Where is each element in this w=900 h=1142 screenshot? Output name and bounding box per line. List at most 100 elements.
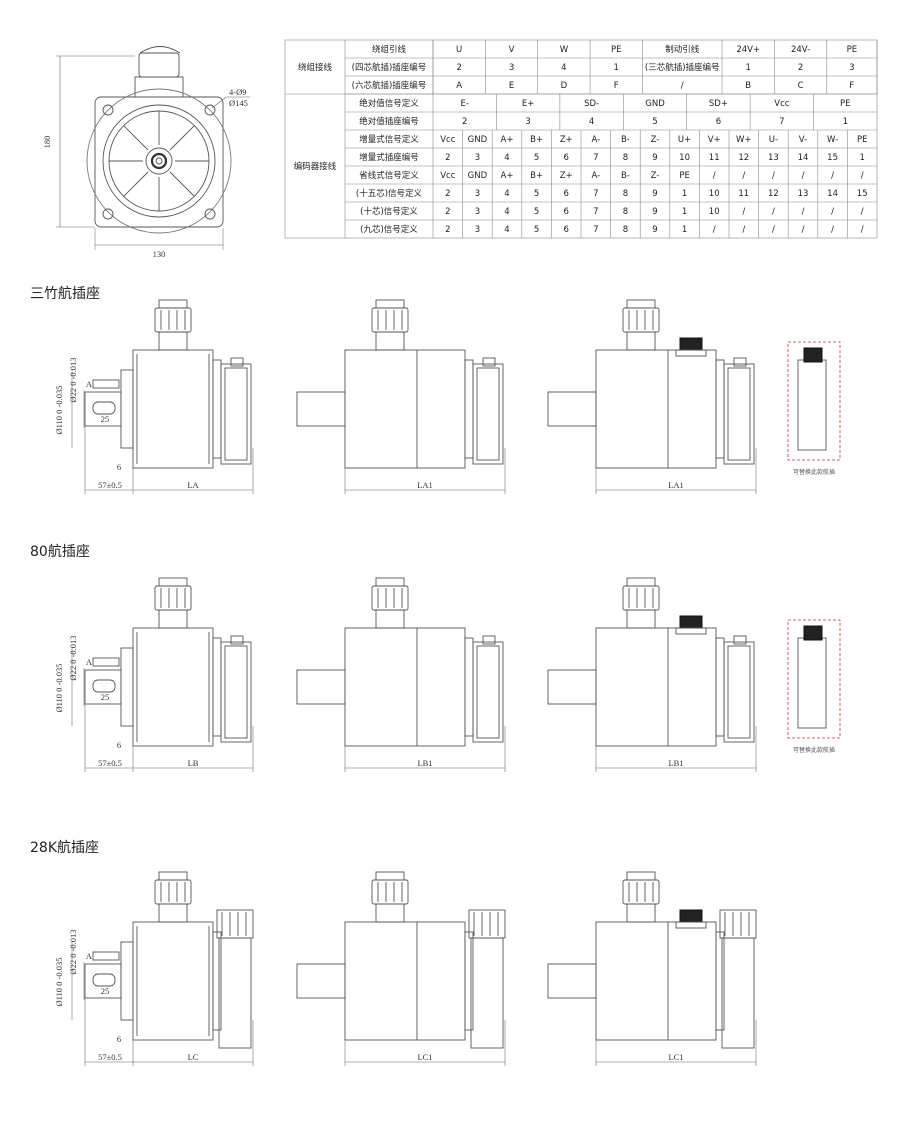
motor-side-view-brake-connector: LC1 xyxy=(547,871,757,1066)
connector-body xyxy=(154,585,192,611)
motor-flange xyxy=(212,931,222,1031)
motor-side-view-brake-connector: LA1 xyxy=(547,299,757,494)
table-cell: W xyxy=(560,45,569,55)
connector-base xyxy=(158,331,188,351)
encoder-cover xyxy=(472,363,504,465)
table-cell: 3 xyxy=(475,189,480,199)
step-dim: 6 xyxy=(117,1034,121,1044)
encoder-cover xyxy=(721,937,755,1049)
key-length: 25 xyxy=(101,692,110,702)
connector-base xyxy=(626,331,656,351)
length-alt-dim: LA1 xyxy=(417,480,433,490)
table-cell: 1 xyxy=(745,63,750,73)
table-cell: 11 xyxy=(709,153,720,163)
flange-dia-dim: Ø110 0 -0.035 xyxy=(54,957,64,1006)
table-cell: / xyxy=(802,171,805,181)
table-cell: A+ xyxy=(501,135,514,145)
table-row-label: 省线式信号定义 xyxy=(359,170,419,181)
note-frame xyxy=(787,341,841,461)
shaft-length-dim: 57±0.5 xyxy=(98,1052,122,1062)
table-cell: / xyxy=(831,207,834,217)
table-cell: A+ xyxy=(501,171,514,181)
table-cell: 7 xyxy=(593,153,598,163)
table-cell: E+ xyxy=(522,99,535,109)
table-cell: 24V- xyxy=(791,45,810,55)
encoder-cover xyxy=(220,363,252,465)
connector-base xyxy=(626,609,656,629)
table-cell: 7 xyxy=(593,207,598,217)
table-cell: 制动引线 xyxy=(665,44,700,55)
table-cell: 9 xyxy=(652,189,657,199)
table-cell: 3 xyxy=(475,153,480,163)
table-cell: E xyxy=(509,81,514,91)
spigot xyxy=(120,369,134,449)
table-cell: / xyxy=(861,225,864,235)
motor-body xyxy=(132,921,214,1041)
table-cell: 6 xyxy=(563,153,568,163)
table-cell: 9 xyxy=(652,225,657,235)
winding-group-label: 绕组接线 xyxy=(298,62,333,73)
motor-flange xyxy=(212,637,222,737)
brake-plug xyxy=(679,337,703,351)
connector-base xyxy=(375,609,405,629)
connector-base xyxy=(375,903,405,923)
connector-cap xyxy=(158,871,188,881)
note-frame xyxy=(787,619,841,739)
step-dim: 6 xyxy=(117,462,121,472)
table-cell: 5 xyxy=(534,207,539,217)
table-cell: V xyxy=(509,45,515,55)
encoder-cover xyxy=(470,937,504,1049)
hole-label: 4-Ø9 xyxy=(229,87,246,97)
table-cell: 4 xyxy=(504,189,509,199)
table-row-label: 增量式信号定义 xyxy=(359,134,419,145)
table-cell: / xyxy=(831,225,834,235)
length-alt-dim: LC1 xyxy=(668,1052,683,1062)
table-cell: / xyxy=(861,207,864,217)
table-cell: / xyxy=(802,207,805,217)
connector-body xyxy=(622,585,660,611)
shaft xyxy=(547,669,597,705)
section-title-28k: 28K航插座 xyxy=(30,840,99,856)
table-cell: A- xyxy=(591,135,600,145)
table-cell: / xyxy=(772,207,775,217)
brake-plug xyxy=(679,909,703,923)
length-alt-dim: LC1 xyxy=(417,1052,432,1062)
table-cell: D xyxy=(561,81,568,91)
table-cell: 10 xyxy=(709,189,720,199)
shaft xyxy=(296,669,346,705)
shaft xyxy=(547,963,597,999)
key-box xyxy=(92,379,120,389)
key-length: 25 xyxy=(101,414,110,424)
connector-base xyxy=(626,903,656,923)
flange-dia-dim: Ø110 0 -0.035 xyxy=(54,663,64,712)
table-cell: 1 xyxy=(859,153,864,163)
connector-cap xyxy=(158,577,188,587)
table-cell: 3 xyxy=(525,117,530,127)
table-cell: / xyxy=(802,225,805,235)
table-cell: 7 xyxy=(593,189,598,199)
table-cell: PE xyxy=(679,171,690,181)
connector-cap xyxy=(375,577,405,587)
pcd-label: Ø145 xyxy=(229,98,248,108)
motor-body xyxy=(344,349,466,469)
table-cell: (三芯航插)插座编号 xyxy=(645,62,720,73)
replacement-connector-note: 可替换此款航插 xyxy=(787,341,841,476)
connector-body xyxy=(622,307,660,333)
connector-cap xyxy=(158,299,188,309)
table-cell: GND xyxy=(468,171,488,181)
table-cell: 6 xyxy=(563,207,568,217)
connector-body xyxy=(154,879,192,905)
table-cell: Z- xyxy=(651,171,660,181)
table-cell: 1 xyxy=(682,207,687,217)
table-cell: PE xyxy=(840,99,851,109)
motor-side-view-brake: LC1 xyxy=(296,871,506,1066)
table-row-label: (十芯)信号定义 xyxy=(360,206,418,217)
key-length: 25 xyxy=(101,986,110,996)
length-main-dim: LB xyxy=(188,758,199,768)
shaft-dia-dim: Ø22 0 -0.013 xyxy=(68,929,78,974)
table-cell: / xyxy=(861,171,864,181)
table-cell: 2 xyxy=(462,117,467,127)
table-cell: 6 xyxy=(563,189,568,199)
